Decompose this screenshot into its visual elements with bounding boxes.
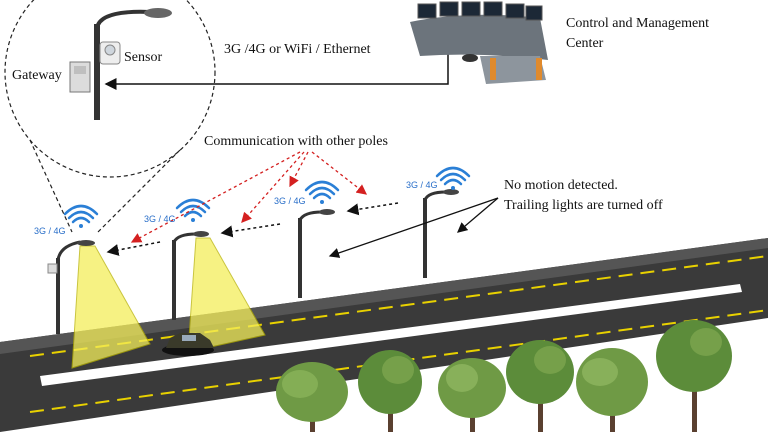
- gateway-box: [69, 61, 91, 93]
- wifi-tag-label: 3G / 4G: [144, 214, 176, 224]
- no-motion-label-line2: Trailing lights are turned off: [504, 198, 663, 213]
- lane-line-yellow-bottom: [29, 309, 768, 413]
- wifi-icon: [304, 180, 340, 204]
- network-link-label: 3G /4G or WiFi / Ethernet: [224, 42, 371, 57]
- lane-line-yellow-top: [29, 255, 768, 357]
- car-icon: [162, 333, 214, 356]
- zoom-detail: [4, 0, 216, 233]
- tree-icon: [576, 348, 648, 432]
- zoom-pole: [94, 24, 100, 120]
- light-cone-2: [187, 237, 266, 353]
- control-center-label-line2: Center: [566, 36, 604, 51]
- wifi-tag-label: 3G / 4G: [274, 196, 306, 206]
- communication-arrows: [130, 151, 368, 243]
- zoom-line-right: [97, 149, 181, 233]
- tree-icon: [506, 340, 574, 432]
- sensor-box: [99, 41, 121, 65]
- tree-icon: [358, 350, 422, 432]
- lane-line-white: [40, 284, 742, 386]
- zoom-line-left: [29, 139, 73, 233]
- trees: [276, 320, 732, 432]
- wifi-icon: [63, 204, 99, 228]
- no-motion-label-line1: No motion detected.: [504, 178, 618, 193]
- light-cone-1: [71, 245, 151, 369]
- street-pole-icon: [423, 189, 459, 278]
- street-pole-icon: [172, 231, 209, 320]
- street-pole-icon: [47, 240, 95, 334]
- control-desk-icon: [410, 1, 548, 84]
- control-center-label-line1: Control and Management: [566, 16, 710, 31]
- no-motion-arrows: [328, 197, 499, 258]
- wifi-tag-label: 3G / 4G: [406, 180, 438, 190]
- tree-icon: [438, 358, 506, 432]
- tree-icon: [656, 320, 732, 432]
- street-pole-icon: [298, 209, 335, 298]
- wifi-tag-label: 3G / 4G: [34, 226, 66, 236]
- gateway-label: Gateway: [12, 68, 62, 83]
- tree-icon: [276, 362, 348, 432]
- wifi-icon: [435, 166, 471, 190]
- communication-label: Communication with other poles: [204, 134, 388, 149]
- sensor-label: Sensor: [124, 50, 163, 65]
- pole-relay-arrows: [106, 202, 399, 256]
- wifi-icon: [175, 198, 211, 222]
